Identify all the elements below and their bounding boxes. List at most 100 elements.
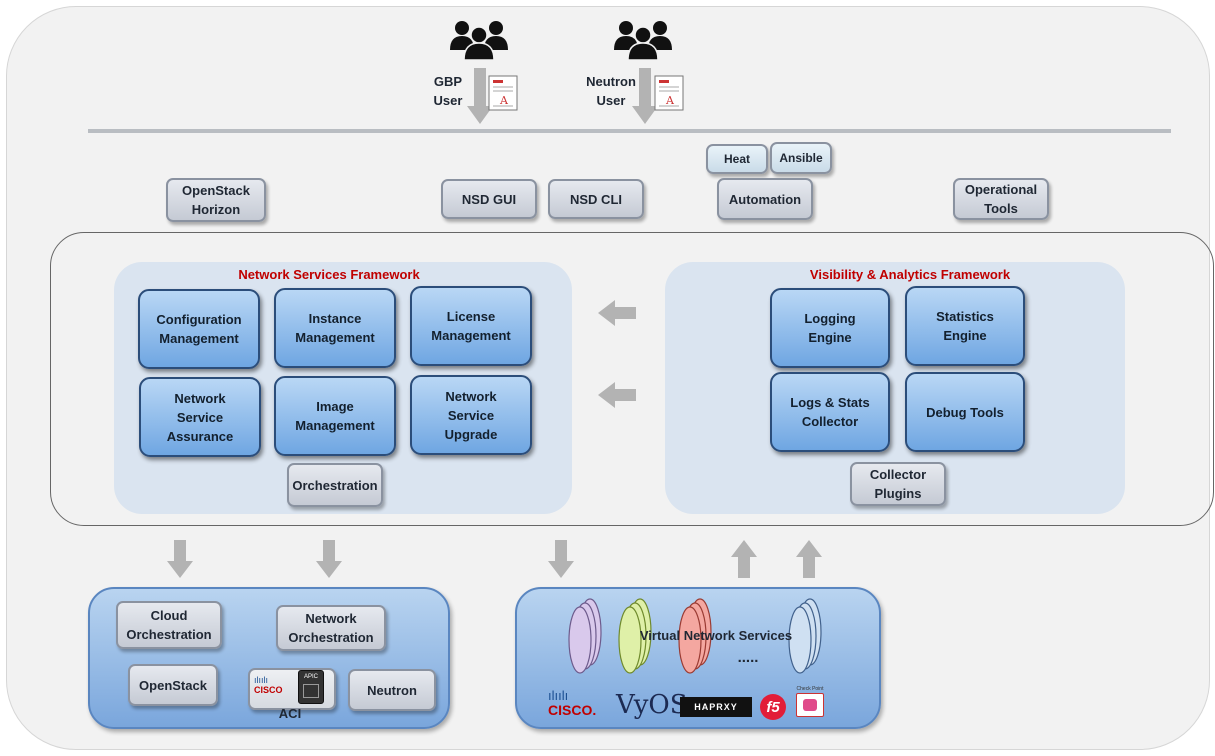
heat-label: Heat bbox=[723, 151, 750, 166]
network-service-assurance-module: Network Service Assurance bbox=[139, 377, 261, 457]
orchestration-label: Orchestration bbox=[292, 477, 378, 493]
network-services-framework-title: Network Services Framework bbox=[238, 267, 420, 282]
framework-container bbox=[50, 232, 1214, 526]
configuration-management-module: Configuration Management bbox=[138, 289, 260, 369]
haproxy-logo-text: HAPRXY bbox=[694, 702, 738, 712]
collector-plugins-line1: Collector bbox=[869, 467, 927, 482]
vyos-logo: VyOS bbox=[616, 690, 688, 720]
openstack-box: OpenStack bbox=[128, 664, 218, 706]
checkpoint-logo-emblem bbox=[803, 699, 817, 711]
up-arrow-2 bbox=[796, 540, 822, 578]
collector-plugins-box: Collector Plugins bbox=[850, 462, 946, 506]
neutron-user-line2: User bbox=[596, 93, 626, 108]
f5-logo: f5 bbox=[760, 694, 786, 720]
network-orchestration-box: Network Orchestration bbox=[276, 605, 386, 651]
license-management-line2: Management bbox=[431, 328, 511, 343]
neutron-down-arrow bbox=[632, 68, 658, 124]
down-arrow-1 bbox=[167, 540, 193, 578]
nsd-cli-box: NSD CLI bbox=[548, 179, 644, 219]
network-service-assurance-line1: Network bbox=[174, 390, 226, 406]
svg-text:A: A bbox=[499, 94, 509, 107]
down-arrow-2 bbox=[316, 540, 342, 578]
image-management-module: Image Management bbox=[274, 376, 396, 456]
checkpoint-logo-text: Check Point bbox=[796, 686, 824, 692]
down-arrow-3 bbox=[548, 540, 574, 578]
cisco-vendor-logo: ılıılı CISCO. bbox=[548, 688, 606, 718]
network-service-assurance-line2: Service bbox=[176, 409, 224, 425]
collector-plugins-line2: Plugins bbox=[874, 486, 922, 501]
network-service-upgrade-line3: Upgrade bbox=[444, 426, 498, 442]
neutron-user-group-icon bbox=[614, 21, 672, 61]
left-arrow-lower bbox=[598, 382, 636, 408]
operational-tools-line2: Tools bbox=[984, 201, 1018, 216]
network-service-upgrade-line2: Service bbox=[447, 407, 495, 423]
network-orchestration-line1: Network bbox=[305, 611, 357, 626]
gbp-document-icon: A bbox=[488, 75, 518, 111]
openstack-horizon-box: OpenStack Horizon bbox=[166, 178, 266, 222]
cloud-orchestration-line1: Cloud bbox=[150, 608, 188, 623]
neutron-user-label: Neutron User bbox=[578, 72, 644, 110]
neutron-label: Neutron bbox=[367, 682, 417, 698]
cisco-aci-bars: ılıılı bbox=[254, 675, 269, 685]
license-management-line1: License bbox=[446, 309, 496, 324]
ansible-box: Ansible bbox=[770, 142, 832, 174]
image-management-line2: Management bbox=[295, 418, 375, 433]
gbp-user-label: GBP User bbox=[428, 72, 468, 110]
haproxy-logo: HAPRXY bbox=[680, 697, 752, 717]
instance-management-module: Instance Management bbox=[274, 288, 396, 368]
up-arrow-1 bbox=[731, 540, 757, 578]
f5-logo-text: f5 bbox=[766, 698, 780, 716]
heat-box: Heat bbox=[706, 144, 768, 174]
checkpoint-logo: Check Point bbox=[794, 686, 826, 717]
neutron-user-line1: Neutron bbox=[586, 74, 636, 89]
visibility-analytics-framework-title: Visibility & Analytics Framework bbox=[809, 267, 1011, 282]
neutron-document-icon: A bbox=[654, 75, 684, 111]
checkpoint-logo-box bbox=[796, 693, 824, 717]
image-management-line1: Image bbox=[316, 399, 354, 414]
orchestration-box: Orchestration bbox=[287, 463, 383, 507]
apic-device-screen bbox=[303, 684, 319, 698]
operational-tools-line1: Operational bbox=[964, 182, 1038, 197]
network-service-assurance-line3: Assurance bbox=[166, 428, 234, 444]
openstack-label: OpenStack bbox=[139, 677, 207, 693]
gbp-down-arrow bbox=[467, 68, 493, 124]
vnf-stack-blue-icon bbox=[788, 598, 822, 674]
cloud-orchestration-line2: Orchestration bbox=[126, 627, 212, 642]
cisco-vendor-word: CISCO. bbox=[548, 702, 597, 718]
neutron-box: Neutron bbox=[348, 669, 436, 711]
virtual-network-services-title: Virtual Network Services bbox=[639, 628, 793, 643]
statistics-engine-line1: Statistics bbox=[936, 309, 994, 324]
automation-box: Automation bbox=[717, 178, 813, 220]
apic-device-icon: APIC bbox=[298, 670, 324, 704]
cloud-orchestration-box: Cloud Orchestration bbox=[116, 601, 222, 649]
logging-engine-module: Logging Engine bbox=[770, 288, 890, 368]
top-separator-line bbox=[88, 129, 1171, 133]
cisco-vendor-bars: ılıılı bbox=[548, 688, 569, 703]
svg-text:A: A bbox=[665, 94, 675, 107]
network-service-upgrade-module: Network Service Upgrade bbox=[410, 375, 532, 455]
vnf-stack-red-icon bbox=[678, 598, 712, 674]
logging-engine-line2: Engine bbox=[808, 330, 852, 345]
aci-label: ACI bbox=[278, 706, 302, 721]
instance-management-line2: Management bbox=[295, 330, 375, 345]
vnf-stack-purple-icon bbox=[568, 598, 602, 674]
logs-stats-collector-module: Logs & Stats Collector bbox=[770, 372, 890, 452]
license-management-module: License Management bbox=[410, 286, 532, 366]
gbp-user-line1: GBP bbox=[433, 74, 463, 89]
configuration-management-line2: Management bbox=[159, 331, 239, 346]
logging-engine-line1: Logging bbox=[804, 311, 856, 326]
network-orchestration-line2: Orchestration bbox=[288, 630, 374, 645]
logs-stats-collector-line1: Logs & Stats bbox=[790, 395, 870, 410]
debug-tools-module: Debug Tools bbox=[905, 372, 1025, 452]
configuration-management-line1: Configuration bbox=[156, 312, 242, 327]
operational-tools-box: Operational Tools bbox=[953, 178, 1049, 220]
left-arrow-upper bbox=[598, 300, 636, 326]
statistics-engine-module: Statistics Engine bbox=[905, 286, 1025, 366]
nsd-gui-label: NSD GUI bbox=[461, 191, 517, 207]
openstack-horizon-line2: Horizon bbox=[191, 202, 241, 217]
ansible-label: Ansible bbox=[779, 150, 823, 165]
instance-management-line1: Instance bbox=[308, 311, 362, 326]
nsd-gui-box: NSD GUI bbox=[441, 179, 537, 219]
apic-device-label: APIC bbox=[303, 674, 318, 680]
openstack-horizon-line1: OpenStack bbox=[182, 183, 250, 198]
